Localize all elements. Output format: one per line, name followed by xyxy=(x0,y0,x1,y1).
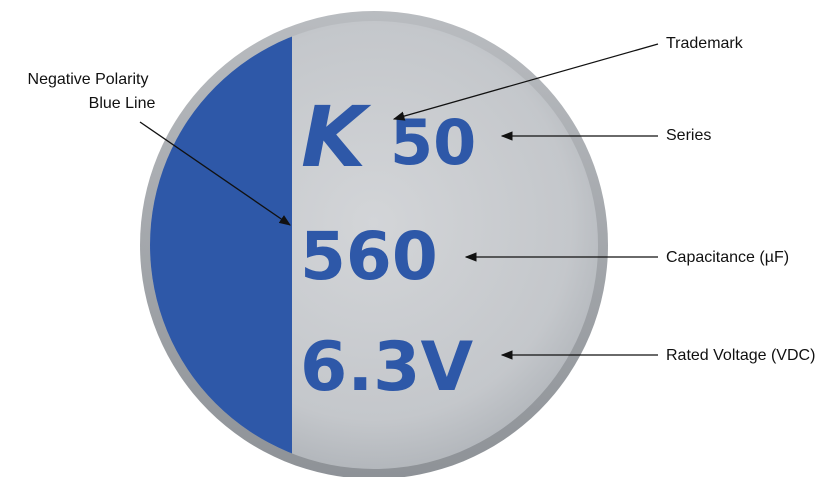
trademark-label: Trademark xyxy=(666,35,744,52)
capacitor-marking: K 50 560 6.3V xyxy=(300,88,476,407)
negative-polarity-label-line2: Blue Line xyxy=(89,95,156,112)
series-label: Series xyxy=(666,127,711,144)
callout-arrows xyxy=(139,43,659,360)
capacitance-value: 560 xyxy=(300,218,438,295)
negative-polarity-arrow xyxy=(139,121,291,226)
negative-polarity-label-line1: Negative Polarity xyxy=(28,71,149,88)
trademark-arrow xyxy=(392,43,659,121)
capacitor-top xyxy=(140,11,608,477)
voltage-value: 6.3V xyxy=(300,328,473,407)
callout-labels: Negative Polarity Blue Line Trademark Se… xyxy=(28,35,816,364)
capacitance-label: Capacitance (µF) xyxy=(666,249,789,266)
rated-voltage-label: Rated Voltage (VDC) xyxy=(666,347,815,364)
trademark-letter: K xyxy=(301,88,372,186)
